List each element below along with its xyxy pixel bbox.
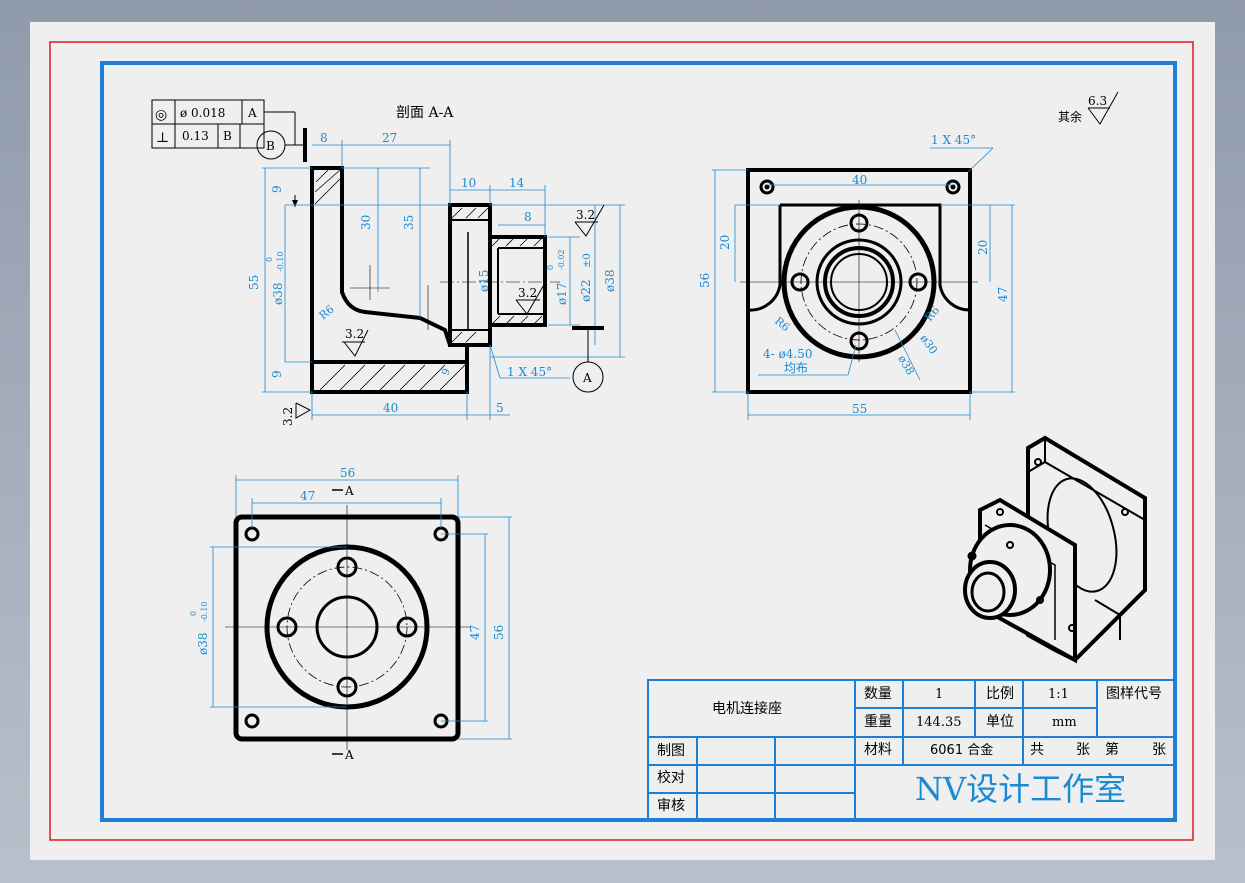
bottom-dim-47b: 47 (468, 625, 482, 640)
front-dim-20a: 20 (718, 235, 732, 250)
dim-22-tol: ±0 (582, 253, 593, 268)
sheet-word-2: 张 (1152, 742, 1166, 758)
dim-15: ø15 (477, 270, 491, 293)
front-dim-55: 55 (852, 402, 867, 416)
sheet-total: 共 (1030, 742, 1044, 758)
roughness-2: 3.2 (576, 208, 595, 222)
front-dim-47: 47 (996, 287, 1010, 302)
bottom-dim-56b: 56 (492, 625, 506, 640)
front-dim-56: 56 (698, 273, 712, 288)
inner-blue-frame (100, 61, 1177, 822)
dim-38-tol-lower: -0.10 (276, 251, 285, 272)
unit-value: mm (1052, 715, 1077, 730)
weight-label: 重量 (864, 714, 892, 730)
feature-control-frame (151, 99, 296, 149)
drawn-label: 制图 (657, 743, 685, 759)
dim-17: ø17 (555, 283, 569, 306)
qty-label: 数量 (864, 686, 892, 702)
roughness-symbols (295, 204, 605, 419)
datum-a-bubble (572, 361, 604, 393)
chamfer-note: 1 X 45° (507, 365, 552, 379)
bottom-dim-56: 56 (340, 466, 355, 480)
section-mark-bottom: A (344, 748, 354, 762)
dim-8b: 8 (524, 210, 532, 224)
paper (30, 22, 1215, 860)
title-block: 电机连接座 数量 1 比例 1:1 图样代号 重量 144.35 单位 mm 材… (647, 679, 1176, 821)
weight-value: 144.35 (916, 715, 962, 730)
roughness-rest-value: 6.3 (1088, 94, 1107, 108)
front-holes: 4- ø4.50 (763, 347, 812, 361)
bottom-tol-upper: 0 (189, 611, 198, 616)
coaxiality-symbol: ◎ (155, 107, 167, 123)
datum-a-label: A (582, 371, 592, 385)
front-chamfer: 1 X 45° (931, 133, 976, 147)
dim-22: ø22 (579, 280, 593, 303)
dim-10: 10 (461, 176, 476, 190)
dim-9: 9 (270, 185, 284, 193)
company-name: NV设计工作室 (915, 770, 1126, 808)
bottom-dim-47: 47 (300, 489, 315, 503)
outer-red-frame (49, 41, 1194, 841)
checked-label: 校对 (657, 769, 685, 786)
dim-14: 14 (509, 176, 525, 190)
fcf-datum-1: A (247, 106, 257, 120)
dim-17-tol-lower: -0.02 (557, 249, 566, 270)
fcf-tol-1: ø 0.018 (180, 106, 225, 120)
unit-label: 单位 (986, 714, 1014, 730)
section-dimension-lines (262, 140, 625, 420)
bottom-view: 56 47 ø38 0 -0.10 47 56 A A (189, 466, 512, 762)
section-view-a-a: 剖面 A-A ◎ ø 0.018 A ⊥ 0.13 B B (151, 99, 625, 426)
dim-17-tol-upper: 0 (546, 265, 555, 270)
dim-5: 5 (496, 401, 504, 415)
dim-27: 27 (382, 131, 397, 145)
dim-35: 35 (402, 215, 416, 230)
isometric-view (963, 435, 1147, 664)
approved-label: 审核 (657, 798, 685, 814)
part-name: 电机连接座 (712, 700, 782, 717)
roughness-3: 3.2 (518, 286, 537, 300)
roughness-rest-label: 其余 (1058, 109, 1082, 124)
scale-value: 1:1 (1048, 687, 1069, 702)
fcf-tol-2: 0.13 (182, 129, 209, 143)
dim-38-tol-upper: 0 (265, 257, 274, 262)
sheet-word: 张 (1076, 742, 1090, 758)
drawing-no-label: 图样代号 (1106, 686, 1162, 702)
roughness-rest-symbol (1087, 91, 1119, 125)
material-value: 6061 合金 (930, 742, 993, 758)
bottom-dim-38: ø38 (196, 633, 210, 656)
material-label: 材料 (864, 742, 892, 758)
front-holes-note: 均布 (784, 361, 808, 375)
roughness-4: 3.2 (281, 407, 295, 426)
dim-9b: 9 (270, 370, 284, 378)
dim-55: 55 (247, 275, 261, 290)
dim-40: 40 (383, 401, 398, 415)
qty-value: 1 (935, 687, 943, 702)
front-dim-20b: 20 (976, 240, 990, 255)
roughness-1: 3.2 (345, 327, 364, 341)
section-mark-top: A (344, 484, 354, 498)
dim-9c: 9 (440, 367, 453, 377)
dim-38: ø38 (271, 283, 285, 306)
section-body (310, 166, 560, 394)
sheet-no: 第 (1105, 741, 1119, 758)
dim-30: 30 (359, 215, 373, 230)
perpendicularity-symbol: ⊥ (156, 130, 169, 146)
dim-8: 8 (320, 131, 328, 145)
fcf-datum-2: B (223, 129, 232, 143)
front-dim-40: 40 (852, 173, 867, 187)
scale-label: 比例 (986, 686, 1014, 702)
bottom-tol-lower: -0.10 (200, 601, 209, 622)
section-label: 剖面 A-A (396, 105, 454, 121)
dim-38b: ø38 (603, 270, 617, 293)
datum-b-label: B (266, 139, 275, 153)
